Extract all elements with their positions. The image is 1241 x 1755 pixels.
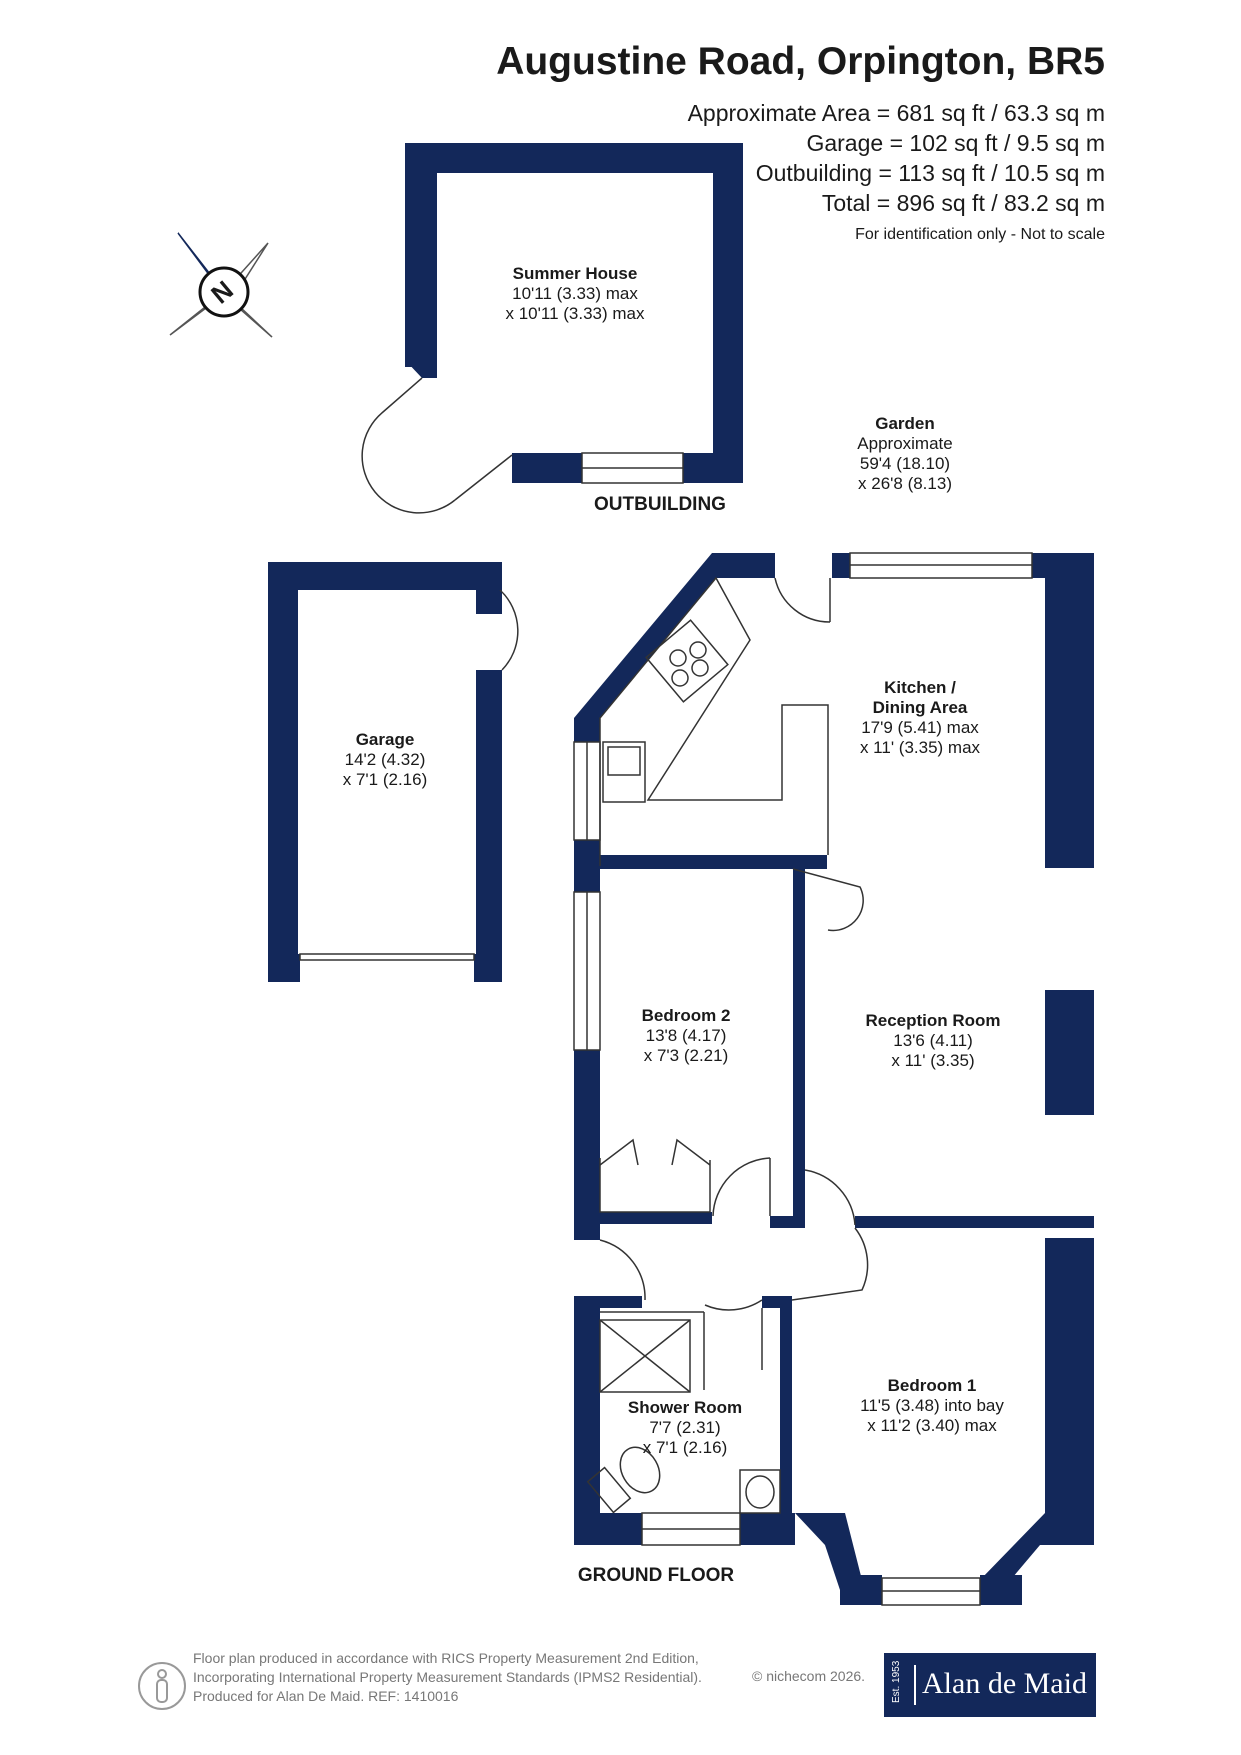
property-title: Augustine Road, Orpington, BR5 (496, 40, 1105, 83)
outbuilding-area: Outbuilding = 113 sq ft / 10.5 sq m (755, 160, 1105, 186)
windows-and-fittings (299, 377, 1033, 1606)
person-icon (138, 1662, 186, 1710)
compass-icon (169, 232, 273, 338)
brand-logo: Est. 1953 Alan de Maid (884, 1653, 1096, 1717)
approximate-area: Approximate Area = 681 sq ft / 63.3 sq m (687, 100, 1105, 126)
copyright: © nichecom 2026. (752, 1668, 866, 1684)
identification-note: For identification only - Not to scale (855, 226, 1105, 243)
brand-name: Alan de Maid (922, 1667, 1087, 1700)
total-area: Total = 896 sq ft / 83.2 sq m (821, 190, 1105, 216)
ground-floor-label: GROUND FLOOR (577, 1565, 735, 1586)
footer-text: Floor plan produced in accordance with R… (193, 1650, 702, 1704)
outbuilding-floor-label: OUTBUILDING (594, 494, 726, 515)
brand-est: Est. 1953 (891, 1660, 902, 1703)
walls (268, 143, 1094, 1605)
garage-area: Garage = 102 sq ft / 9.5 sq m (806, 130, 1105, 156)
